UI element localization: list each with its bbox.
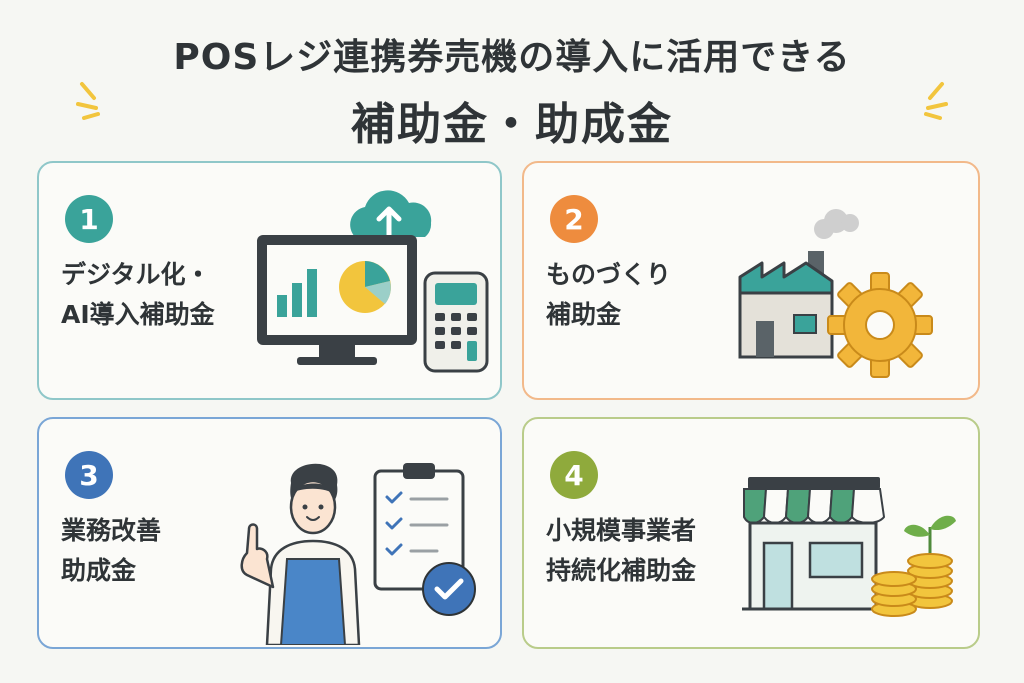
subsidy-card-2: 2 ものづくり 補助金 <box>522 161 980 400</box>
card-number-badge: 3 <box>65 451 113 499</box>
card-label: 小規模事業者 持続化補助金 <box>546 516 697 585</box>
card-number-badge: 2 <box>550 195 598 243</box>
page-title: POSレジ連携券売機の導入に活用できる <box>173 37 851 78</box>
computer-chart-calculator-icon <box>257 190 489 373</box>
sparkle-right-icon <box>924 82 948 120</box>
card-number-badge: 4 <box>550 451 598 499</box>
sparkle-left-icon <box>76 82 100 120</box>
factory-gear-icon <box>738 209 933 378</box>
card-number-badge: 1 <box>65 195 113 243</box>
card-label: デジタル化・ AI導入補助金 <box>61 260 215 329</box>
card-label: 業務改善 助成金 <box>61 516 162 585</box>
worker-checklist-icon <box>240 463 476 645</box>
shop-coins-icon <box>742 477 956 617</box>
subsidy-card-1: 1 デジタル化・ AI導入補助金 <box>37 161 502 400</box>
subsidy-card-3: 3 業務改善 助成金 <box>37 417 502 649</box>
subsidy-card-4: 4 小規模事業者 持続化補助金 <box>522 417 980 649</box>
page-subtitle: 補助金・助成金 <box>351 99 673 150</box>
card-label: ものづくり 補助金 <box>546 260 672 329</box>
